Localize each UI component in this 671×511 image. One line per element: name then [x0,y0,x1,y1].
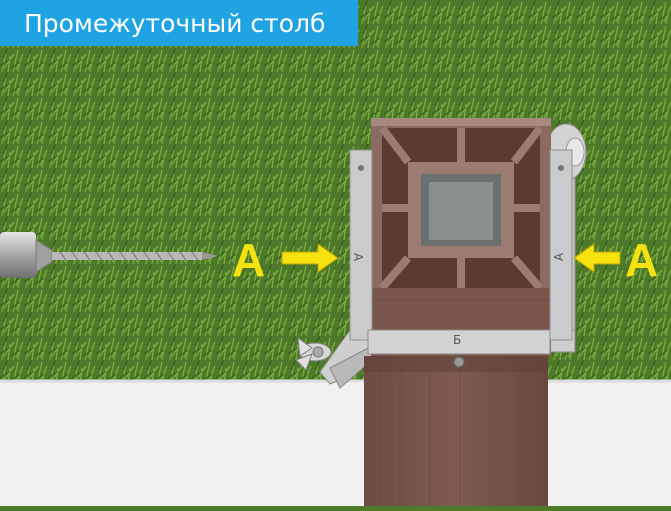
bracket-letter-left: А [351,253,365,261]
concrete-area [0,381,671,506]
section-label-right: А [625,237,658,283]
page-title: Промежуточный столб [0,9,325,38]
section-label-left: А [232,237,265,283]
post-profile-top [371,118,551,356]
title-banner: Промежуточный столб [0,0,358,46]
bracket-letter-front: Б [453,333,461,347]
bracket-letter-right: А [552,253,566,261]
